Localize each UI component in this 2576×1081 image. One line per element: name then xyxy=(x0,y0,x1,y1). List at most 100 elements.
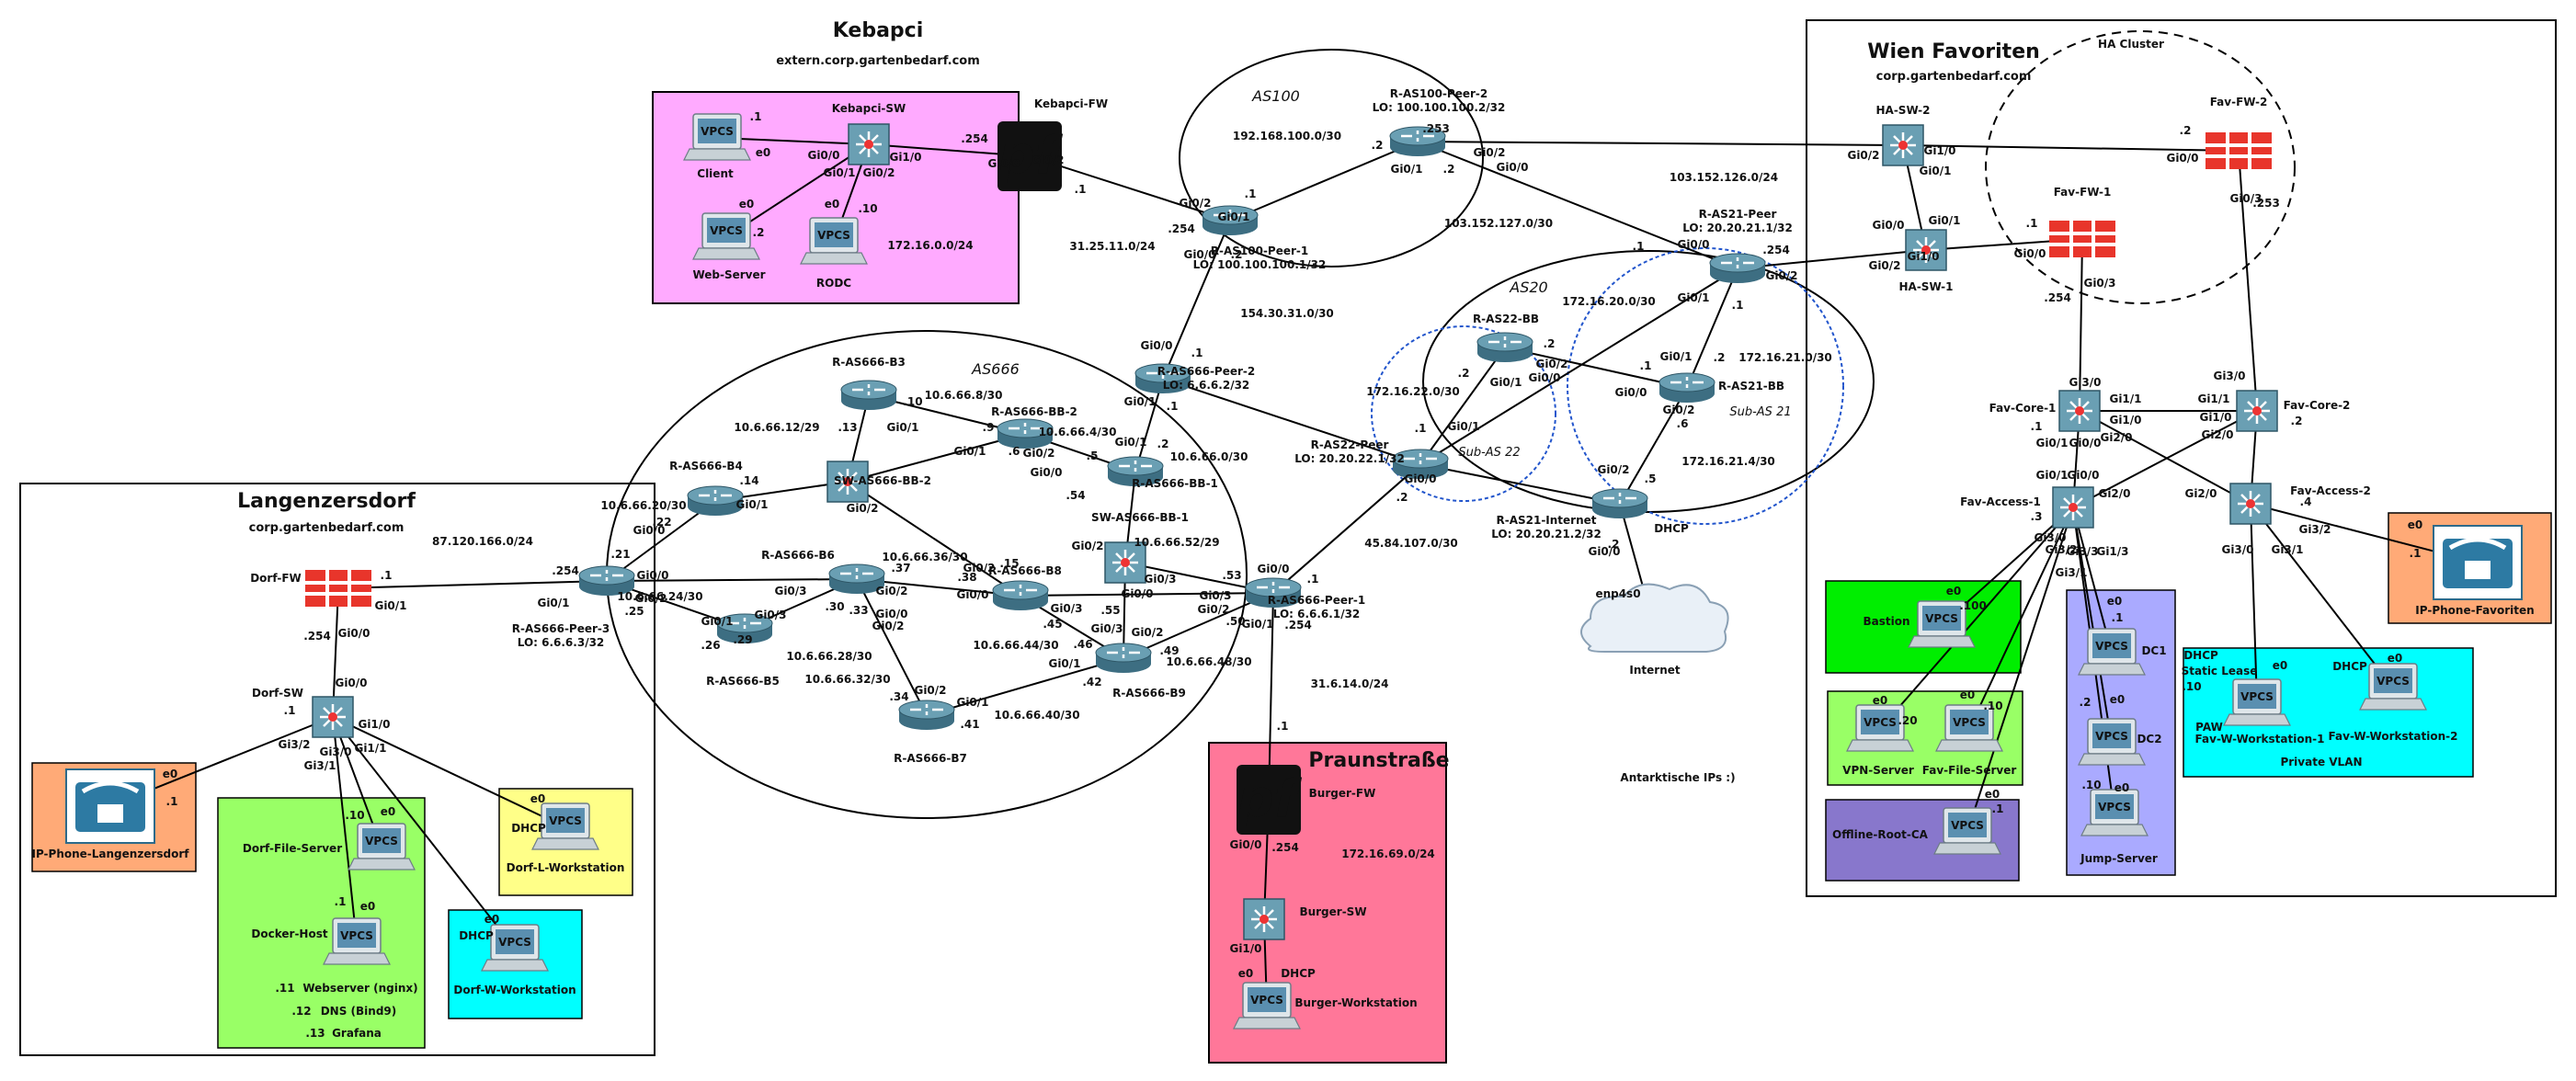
link-r-as666-peer-2-r-as22-peer xyxy=(1162,378,1421,465)
subnet-label: 45.84.107.0/30 xyxy=(1364,537,1458,550)
r-as666-peer-3-node[interactable] xyxy=(578,565,635,596)
link-r-as100-peer-1-r-as666-peer-2 xyxy=(1162,220,1231,380)
fav-w-workstation-1-node[interactable]: VPCS xyxy=(2223,678,2291,726)
internet-node[interactable] xyxy=(1580,583,1729,653)
annotation-label: DHCP xyxy=(1281,967,1316,980)
r-as22-peer-node[interactable] xyxy=(1392,449,1449,479)
r-as100-peer-2-node[interactable] xyxy=(1389,126,1446,156)
r-as666-peer-1-node[interactable] xyxy=(1245,577,1302,608)
bastion-node[interactable]: VPCS xyxy=(1908,600,1976,648)
ip-phone-favoriten-node[interactable] xyxy=(2433,525,2523,600)
interface-label: .1 xyxy=(284,704,296,717)
dorf-sw-node[interactable] xyxy=(312,696,354,738)
link-fav-access-1-offline-root-ca xyxy=(1966,506,2074,833)
burger-sw-node[interactable] xyxy=(1243,898,1285,940)
r-as666-b8-node[interactable] xyxy=(992,580,1049,610)
interface-label: Gi0/1 xyxy=(2035,469,2068,482)
interface-label: Gi0/0 xyxy=(1121,587,1153,600)
interface-label: .2 xyxy=(1714,351,1726,364)
burger-fw-node[interactable]: pf xyxy=(1237,765,1303,835)
interface-label: .2 xyxy=(1544,337,1556,350)
dc2-node[interactable]: VPCS xyxy=(2078,718,2146,766)
dorf-fw-node[interactable] xyxy=(305,570,371,607)
r-as666-b6-label: R-AS666-B6 xyxy=(761,549,835,562)
interface-label: .1 xyxy=(2410,547,2422,560)
interface-label: .1 xyxy=(1640,359,1652,372)
fav-fw-2-node[interactable] xyxy=(2206,132,2272,169)
fav-access-1-node[interactable] xyxy=(2052,486,2094,529)
docker-host-node[interactable]: VPCS xyxy=(323,917,391,965)
kebapci-sw-node[interactable] xyxy=(848,123,890,165)
kebapci-fw-node[interactable]: pf xyxy=(997,121,1064,191)
r-as666-b7-node[interactable] xyxy=(898,700,955,730)
interface-label: Gi0/3 xyxy=(1144,573,1176,586)
interface-label: .1 xyxy=(1191,347,1203,359)
r-as666-bb-1-node[interactable] xyxy=(1107,456,1164,486)
client-node[interactable]: VPCS xyxy=(683,113,751,161)
vpn-server-node[interactable]: VPCS xyxy=(1846,704,1914,752)
annotation-label: HA Cluster xyxy=(2098,38,2164,51)
interface-label: Gi0/2 xyxy=(963,562,995,575)
interface-label: e0 xyxy=(2110,693,2126,706)
interface-label: Gi1/1 xyxy=(2109,393,2141,405)
r-as666-peer-2-node[interactable] xyxy=(1134,363,1191,393)
annotation-label: AS20 xyxy=(1509,279,1547,296)
r-as666-b5-node[interactable] xyxy=(716,613,773,643)
r-as666-b8-label: R-AS666-B8 xyxy=(988,564,1062,577)
sw-as666-bb-1-node[interactable] xyxy=(1104,541,1146,584)
web-server-node[interactable]: VPCS xyxy=(692,212,760,260)
dorf-w-workstation-node[interactable]: VPCS xyxy=(481,924,549,972)
internet-label: Internet xyxy=(1629,664,1680,677)
r-as666-b4-node[interactable] xyxy=(687,485,744,516)
r-as666-b9-node[interactable] xyxy=(1095,643,1152,673)
interface-label: .2 xyxy=(1396,491,1408,504)
interface-label: .41 xyxy=(960,718,979,731)
r-as666-b3-node[interactable] xyxy=(840,380,897,410)
interface-label: .1 xyxy=(2112,611,2124,624)
link-r-as21-peer-r-as22-peer xyxy=(1419,267,1738,465)
ip-phone-lz-node[interactable] xyxy=(65,768,155,844)
interface-label: Gi0/0 xyxy=(987,157,1020,170)
r-as21-peer-node[interactable] xyxy=(1709,253,1766,283)
annotation-label: DHCP xyxy=(459,929,494,942)
svg-text:VPCS: VPCS xyxy=(549,814,582,827)
burger-workstation-node[interactable]: VPCS xyxy=(1233,982,1301,1030)
interface-label: Gi3/0 xyxy=(2034,531,2066,544)
interface-label: Gi0/0 xyxy=(1677,238,1709,251)
region-title-praunstrasse: Praunstraße xyxy=(1308,749,1449,772)
r-as666-b6-node[interactable] xyxy=(828,563,885,594)
fav-access-2-node[interactable] xyxy=(2229,483,2272,525)
sw-as666-bb-2-node[interactable] xyxy=(826,461,869,503)
offline-root-ca-node[interactable]: VPCS xyxy=(1933,807,2001,855)
link-fav-access-2-fav-w-workstation-1 xyxy=(2250,503,2258,704)
ha-sw-1-node[interactable] xyxy=(1905,229,1947,271)
dorf-l-workstation-node[interactable]: VPCS xyxy=(531,802,599,850)
rodc-node[interactable]: VPCS xyxy=(800,217,868,265)
fav-core-2-node[interactable] xyxy=(2236,390,2278,432)
svg-text:pf: pf xyxy=(997,126,1064,186)
interface-label: .10 xyxy=(858,202,877,215)
dorf-file-server-node[interactable]: VPCS xyxy=(348,823,416,870)
fav-fw-1-node[interactable] xyxy=(2049,221,2115,257)
svg-text:VPCS: VPCS xyxy=(1951,819,1984,832)
fav-core-1-node[interactable] xyxy=(2058,390,2101,432)
fav-file-server-node[interactable]: VPCS xyxy=(1935,704,2003,752)
fav-w-workstation-2-node[interactable]: VPCS xyxy=(2359,663,2427,711)
jump-server-node[interactable]: VPCS xyxy=(2080,789,2149,836)
r-as21-bb-label: R-AS21-BB xyxy=(1718,380,1784,393)
dc1-node[interactable]: VPCS xyxy=(2078,628,2146,676)
subnet-label: 172.16.21.0/30 xyxy=(1738,351,1832,364)
interface-label: .1 xyxy=(2026,217,2038,230)
interface-label: Gi0/3 xyxy=(754,609,786,621)
r-as100-peer-1-node[interactable] xyxy=(1202,205,1259,235)
link-r-as100-peer-1-r-as100-peer-2 xyxy=(1229,141,1419,222)
interface-label: .1 xyxy=(750,110,762,123)
r-as22-bb-node[interactable] xyxy=(1476,332,1533,362)
r-as21-internet-node[interactable] xyxy=(1591,488,1648,518)
region-subtitle-kebapci: extern.corp.gartenbedarf.com xyxy=(776,54,980,68)
subnet-label: 10.6.66.36/30 xyxy=(882,551,967,563)
ha-sw-2-node[interactable] xyxy=(1882,124,1924,166)
r-as666-bb-2-node[interactable] xyxy=(997,418,1054,449)
r-as21-bb-node[interactable] xyxy=(1658,372,1715,403)
